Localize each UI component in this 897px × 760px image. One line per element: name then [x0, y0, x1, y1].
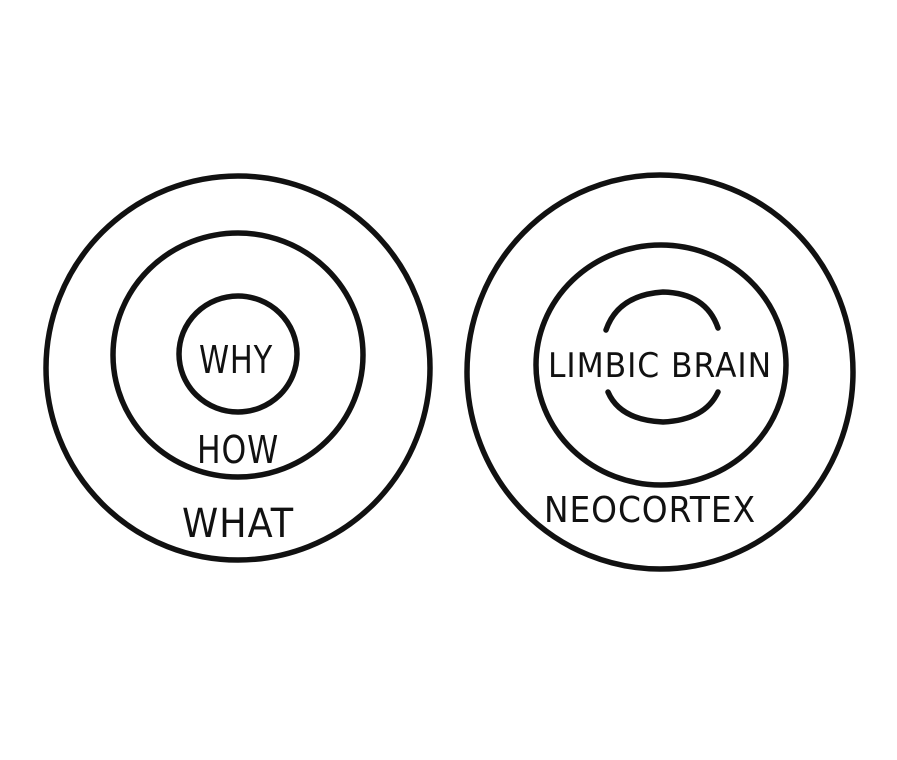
brain-diagram: LIMBIC BRAIN NEOCORTEX [464, 172, 856, 572]
golden-circle-diagram: WHY HOW WHAT [43, 173, 433, 563]
label-neocortex: NEOCORTEX [544, 490, 756, 531]
limbic-middle-ring [533, 242, 789, 488]
limbic-inner-arc-bottom [605, 389, 721, 425]
limbic-inner-arc-top [603, 289, 721, 333]
label-limbic-brain: LIMBIC BRAIN [548, 346, 772, 386]
label-why: WHY [199, 338, 273, 382]
golden-circle-outer-ring [43, 173, 433, 563]
label-what: WHAT [182, 501, 294, 547]
golden-circle-inner-ring [176, 293, 300, 415]
neocortex-outer-ring [464, 172, 856, 572]
golden-circle-middle-ring [110, 230, 366, 480]
label-how: HOW [197, 428, 279, 472]
